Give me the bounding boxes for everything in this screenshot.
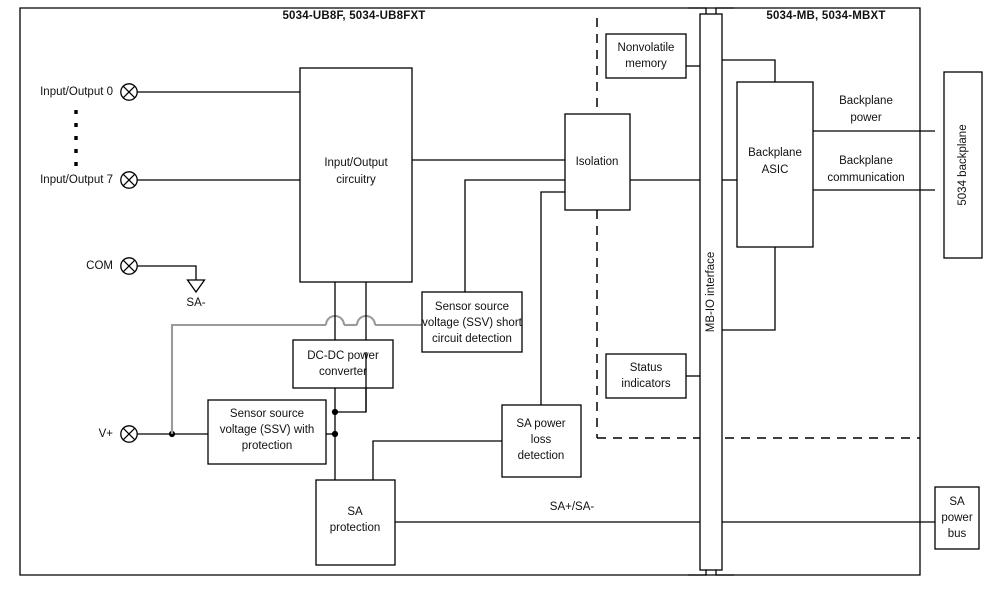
block-io-circuitry[interactable] bbox=[299, 67, 413, 283]
block-label-sa-power-loss-line3: detection bbox=[518, 450, 565, 462]
wire-ssv-short-to-isolation bbox=[464, 179, 565, 292]
mbio-tab-bottom-left bbox=[688, 570, 707, 576]
terminal-label-io7: Input/Output 7 bbox=[40, 174, 113, 186]
terminal-screw-io0[interactable] bbox=[120, 83, 138, 101]
block-label-backplane-asic-line1: Backplane bbox=[748, 147, 802, 159]
block-label-5034-backplane: 5034 backplane bbox=[957, 124, 969, 205]
terminal-label-io0: Input/Output 0 bbox=[40, 86, 113, 98]
block-label-ssv-prot-line3: protection bbox=[242, 440, 293, 452]
wire-com-to-ground bbox=[137, 265, 197, 280]
block-status-indicators[interactable] bbox=[605, 353, 687, 399]
ground-symbol-sa-minus bbox=[186, 279, 206, 294]
wire-sa-power-loss-to-isolation bbox=[540, 191, 565, 405]
block-label-sa-power-bus-line1: SA bbox=[949, 496, 965, 508]
module-outline bbox=[19, 7, 921, 576]
wire-mbio-to-asic-top bbox=[722, 59, 776, 82]
block-label-dcdc-line1: DC-DC power bbox=[307, 350, 379, 362]
block-label-sa-power-bus-line3: bus bbox=[948, 528, 967, 540]
block-nonvolatile-memory[interactable] bbox=[605, 33, 687, 79]
wire-label-sa-plus-minus: SA+/SA- bbox=[550, 501, 595, 513]
junction-dot-dcdc-out bbox=[331, 408, 339, 416]
section-title-mb: 5034-MB, 5034-MBXT bbox=[766, 10, 885, 22]
block-label-ssv-prot-line2: voltage (SSV) with bbox=[220, 424, 315, 436]
block-5034-backplane[interactable] bbox=[943, 71, 983, 259]
block-label-ssv-short-line1: Sensor source bbox=[435, 301, 509, 313]
block-label-backplane-asic-line2: ASIC bbox=[762, 164, 789, 176]
block-label-io-circuitry-line2: circuitry bbox=[336, 174, 376, 186]
block-label-ssv-short-line3: circuit detection bbox=[432, 333, 512, 345]
block-label-sa-protection-line1: SA bbox=[347, 506, 363, 518]
block-ssv-protection[interactable] bbox=[207, 399, 327, 465]
wire-label-backplane-comm-line2: communication bbox=[827, 172, 904, 184]
block-label-mb-io-interface: MB-IO interface bbox=[705, 252, 717, 333]
block-label-sa-protection-line2: protection bbox=[330, 522, 381, 534]
section-title-io: 5034-UB8F, 5034-UB8FXT bbox=[282, 10, 425, 22]
terminal-screw-com[interactable] bbox=[120, 257, 138, 275]
wire-asic-to-mbio-bottom bbox=[722, 247, 776, 331]
block-label-status-line2: indicators bbox=[621, 378, 670, 390]
mbio-tab-top-right bbox=[715, 7, 734, 14]
terminal-screw-io7[interactable] bbox=[120, 171, 138, 189]
block-label-ssv-short-line2: voltage (SSV) short bbox=[422, 317, 523, 329]
block-mb-io-interface[interactable] bbox=[699, 13, 723, 571]
terminal-label-com: COM bbox=[86, 260, 113, 272]
block-label-isolation: Isolation bbox=[576, 156, 619, 168]
block-label-sa-power-loss-line1: SA power bbox=[516, 418, 565, 430]
block-label-status-line1: Status bbox=[630, 362, 663, 374]
block-label-sa-power-bus-line2: power bbox=[941, 512, 972, 524]
block-dc-dc-converter[interactable] bbox=[292, 339, 394, 389]
block-ssv-short-detection[interactable] bbox=[421, 291, 523, 353]
mbio-tab-top-left bbox=[688, 7, 707, 14]
wire-label-backplane-power-line2: power bbox=[850, 112, 881, 124]
mbio-tab-bottom-right bbox=[715, 570, 734, 576]
wire-io-down-to-node bbox=[335, 352, 367, 413]
ground-label-sa-minus: SA- bbox=[186, 297, 205, 309]
wire-label-backplane-power-line1: Backplane bbox=[839, 95, 893, 107]
block-label-ssv-prot-line1: Sensor source bbox=[230, 408, 304, 420]
block-sa-power-bus[interactable] bbox=[934, 486, 980, 550]
terminal-screw-vplus[interactable] bbox=[120, 425, 138, 443]
block-isolation[interactable] bbox=[564, 113, 631, 211]
wire-label-backplane-comm-line1: Backplane bbox=[839, 155, 893, 167]
block-label-sa-power-loss-line2: loss bbox=[531, 434, 552, 446]
junction-dot-ssv-out bbox=[331, 430, 339, 438]
block-sa-power-loss[interactable] bbox=[501, 404, 582, 478]
block-label-dcdc-line2: converter bbox=[319, 366, 367, 378]
terminal-label-vplus: V+ bbox=[99, 428, 114, 440]
gray-wire-vplus-sense-left bbox=[170, 323, 326, 434]
block-label-io-circuitry-line1: Input/Output bbox=[324, 157, 388, 169]
wire-sa-power-loss-to-sa-protection bbox=[372, 440, 502, 480]
block-label-nvm-line1: Nonvolatile bbox=[618, 42, 675, 54]
block-label-nvm-line2: memory bbox=[625, 58, 667, 70]
